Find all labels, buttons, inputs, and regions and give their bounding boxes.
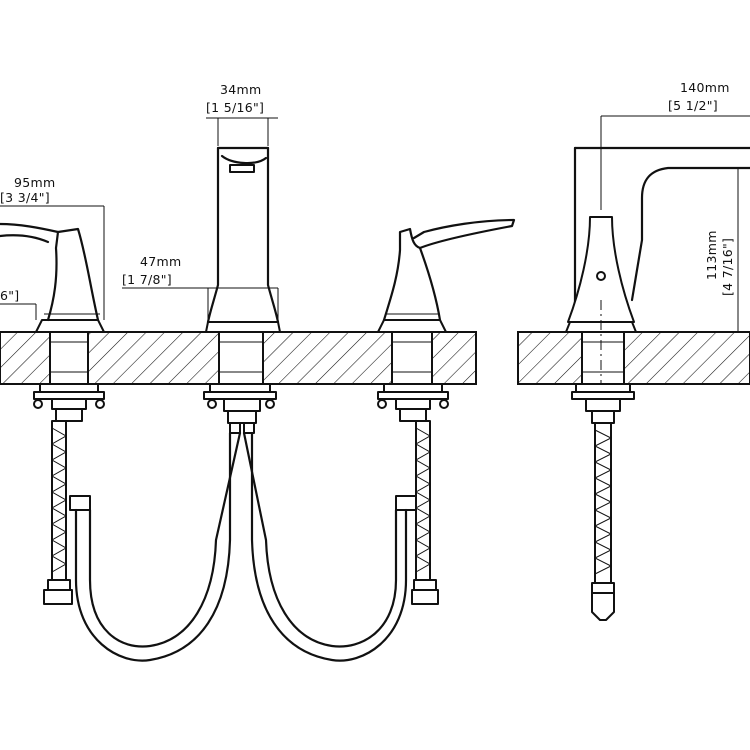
dim-47mm-imperial-label: [1 7/8"] — [122, 272, 172, 287]
dim-34mm-imperial-label: [1 5/16"] — [206, 100, 264, 115]
dim-95mm-imperial-label: [3 3/4"] — [0, 190, 50, 205]
dim-140mm-imperial-label: [5 1/2"] — [668, 98, 718, 113]
dimension-spout-height: 113mm [4 7/16"] — [636, 167, 750, 333]
dimension-spout-base: 47mm [1 7/8"] — [122, 254, 279, 322]
dim-handle-base-imperial-label: 6"] — [0, 288, 19, 303]
dim-140mm-label: 140mm — [680, 80, 730, 95]
center-spout — [203, 146, 281, 434]
side-view-spout — [565, 146, 750, 621]
left-handle-valve — [0, 222, 105, 605]
countertop-side — [517, 331, 750, 385]
dim-113mm-imperial-label: [4 7/16"] — [720, 238, 735, 296]
dimension-spout-width: 34mm [1 5/16"] — [206, 82, 278, 146]
connecting-hoses — [74, 431, 408, 662]
dimension-spout-reach: 140mm [5 1/2"] — [600, 80, 750, 210]
dimension-handle-base: 6"] — [0, 288, 37, 320]
dim-113mm-label: 113mm — [704, 230, 719, 280]
right-handle-valve — [377, 218, 516, 605]
dim-47mm-label: 47mm — [140, 254, 181, 269]
dimension-handle-width: 95mm [3 3/4"] — [0, 175, 105, 320]
dim-95mm-label: 95mm — [14, 175, 55, 190]
dim-34mm-label: 34mm — [220, 82, 261, 97]
